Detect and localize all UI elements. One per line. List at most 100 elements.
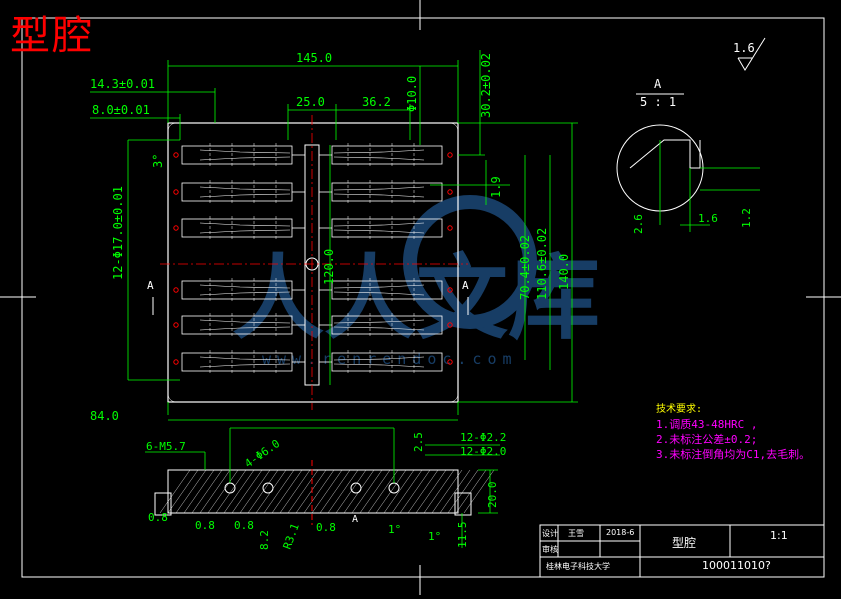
hatch-line: [303, 469, 335, 514]
dim-8-2: 8.2: [258, 530, 271, 550]
plate-rounded-outline: [167, 122, 459, 403]
dim-70-4: 70.4±0.02: [518, 235, 532, 300]
plan-view: A A: [147, 115, 469, 410]
hatch-line: [159, 469, 191, 514]
cavity-right-contour: [333, 284, 425, 289]
cavity-right-contour: [333, 363, 425, 368]
section-label-left: A: [147, 279, 154, 292]
cavity-left-contour: [199, 222, 291, 227]
plan-dimension-lines: [90, 50, 578, 421]
dim-110-6: 110.6±0.02: [535, 228, 549, 300]
pin-mark-right: [447, 287, 453, 293]
hatch-line: [423, 469, 455, 514]
dim-120: 120.0: [322, 249, 336, 285]
pin-mark-left: [173, 152, 179, 158]
cavity-right-contour: [333, 186, 425, 191]
section-label-right: A: [462, 279, 469, 292]
dim-1-9: 1.9: [489, 176, 503, 198]
dim-8-0: 8.0±0.01: [92, 103, 150, 117]
drawing-title: 型腔: [10, 13, 94, 59]
dim-30-2: 30.2±0.02: [479, 53, 493, 118]
dim-phi2-2: 12-Φ2.2: [460, 431, 506, 444]
cavity-right-contour: [333, 193, 425, 198]
hatch-line: [239, 469, 271, 514]
hatch-line: [279, 469, 311, 514]
hatch-line: [247, 469, 279, 514]
dim-r08-d: 0.8: [316, 521, 336, 534]
tech-requirement-3: 3.未标注倒角均为C1,去毛刺。: [656, 448, 811, 461]
pin-mark-right: [447, 322, 453, 328]
dim-r08-a: 0.8: [148, 511, 168, 524]
hatch-line: [231, 469, 263, 514]
pin-mark-right: [447, 225, 453, 231]
dim-phi2-0: 12-Φ2.0: [460, 445, 506, 458]
dim-25: 25.0: [296, 95, 325, 109]
pin-mark-left: [173, 225, 179, 231]
pin-mark-right: [447, 359, 453, 365]
cavity-left-contour: [199, 319, 291, 324]
dim-20: 20.0: [486, 482, 499, 509]
cavity-left-contour: [199, 356, 291, 361]
hatch-line: [391, 469, 423, 514]
hatch-line: [287, 469, 319, 514]
detail-dim-1-2: 1.2: [740, 208, 753, 228]
pin-mark-right: [447, 152, 453, 158]
section-outline: [167, 469, 459, 514]
hatch-line: [447, 469, 479, 514]
hatch-line: [367, 469, 399, 514]
plan-vertical-dimension-texts: Φ10.0 30.2±0.02 1.9 3° 12-Φ17.0±0.01 120…: [111, 53, 571, 300]
hatch-line: [311, 469, 343, 514]
tb-review-label: 审核: [542, 545, 558, 554]
hatch-line: [263, 469, 295, 514]
tb-part-name: 型腔: [672, 536, 697, 550]
dim-14-3: 14.3±0.01: [90, 77, 155, 91]
dim-1deg-a: 1°: [388, 523, 401, 536]
cavity-left-contour: [199, 149, 291, 154]
hatch-line: [223, 469, 255, 514]
cavity-right-contour: [333, 326, 425, 331]
hatch-line: [415, 469, 447, 514]
detail-scale: 5 : 1: [640, 95, 676, 109]
detail-view: A 5 : 1 2.6 1.6 1.2: [616, 77, 760, 234]
cavity-left-contour: [199, 363, 291, 368]
section-hatching: [159, 469, 495, 514]
cavity-right-contour: [333, 156, 425, 161]
dim-overall-width: 145.0: [296, 51, 332, 65]
detail-label: A: [654, 77, 662, 91]
hatch-line: [183, 469, 215, 514]
cavity-left-contour: [199, 326, 291, 331]
dim-phi17: 12-Φ17.0±0.01: [111, 186, 125, 280]
cavity-left-contour: [199, 156, 291, 161]
section-cut-label: A: [352, 514, 358, 525]
section-hole-2: [262, 482, 274, 494]
dim-r08-c: 0.8: [234, 519, 254, 532]
cavity-rows: [173, 143, 453, 374]
hatch-line: [175, 469, 207, 514]
section-dimension-lines: [145, 427, 500, 548]
section-step-left: [154, 492, 172, 516]
roughness-value: 1.6: [733, 41, 755, 55]
dim-m5-7: 6-M5.7: [146, 440, 186, 453]
hatch-line: [351, 469, 383, 514]
dim-1deg-b: 1°: [428, 530, 441, 543]
cavity-right-contour: [333, 229, 425, 234]
hatch-line: [295, 469, 327, 514]
roughness-check-icon: [737, 37, 766, 71]
tb-date: 2018-6: [606, 528, 635, 537]
tech-requirement-2: 2.未标注公差±0.2;: [656, 433, 758, 446]
dim-140: 140.0: [557, 254, 571, 290]
hatch-line: [455, 469, 487, 514]
cavity-left-contour: [199, 186, 291, 191]
title-block-grid: [539, 524, 825, 578]
section-hole-3: [350, 482, 362, 494]
pin-mark-left: [173, 322, 179, 328]
cavity-right-contour: [333, 356, 425, 361]
dim-phi10: Φ10.0: [405, 76, 419, 112]
hatch-line: [335, 469, 367, 514]
pin-mark-left: [173, 189, 179, 195]
tb-designer: 王雪: [568, 529, 584, 538]
dim-11-5: 11.5: [456, 522, 469, 549]
cavity-right-contour: [333, 291, 425, 296]
